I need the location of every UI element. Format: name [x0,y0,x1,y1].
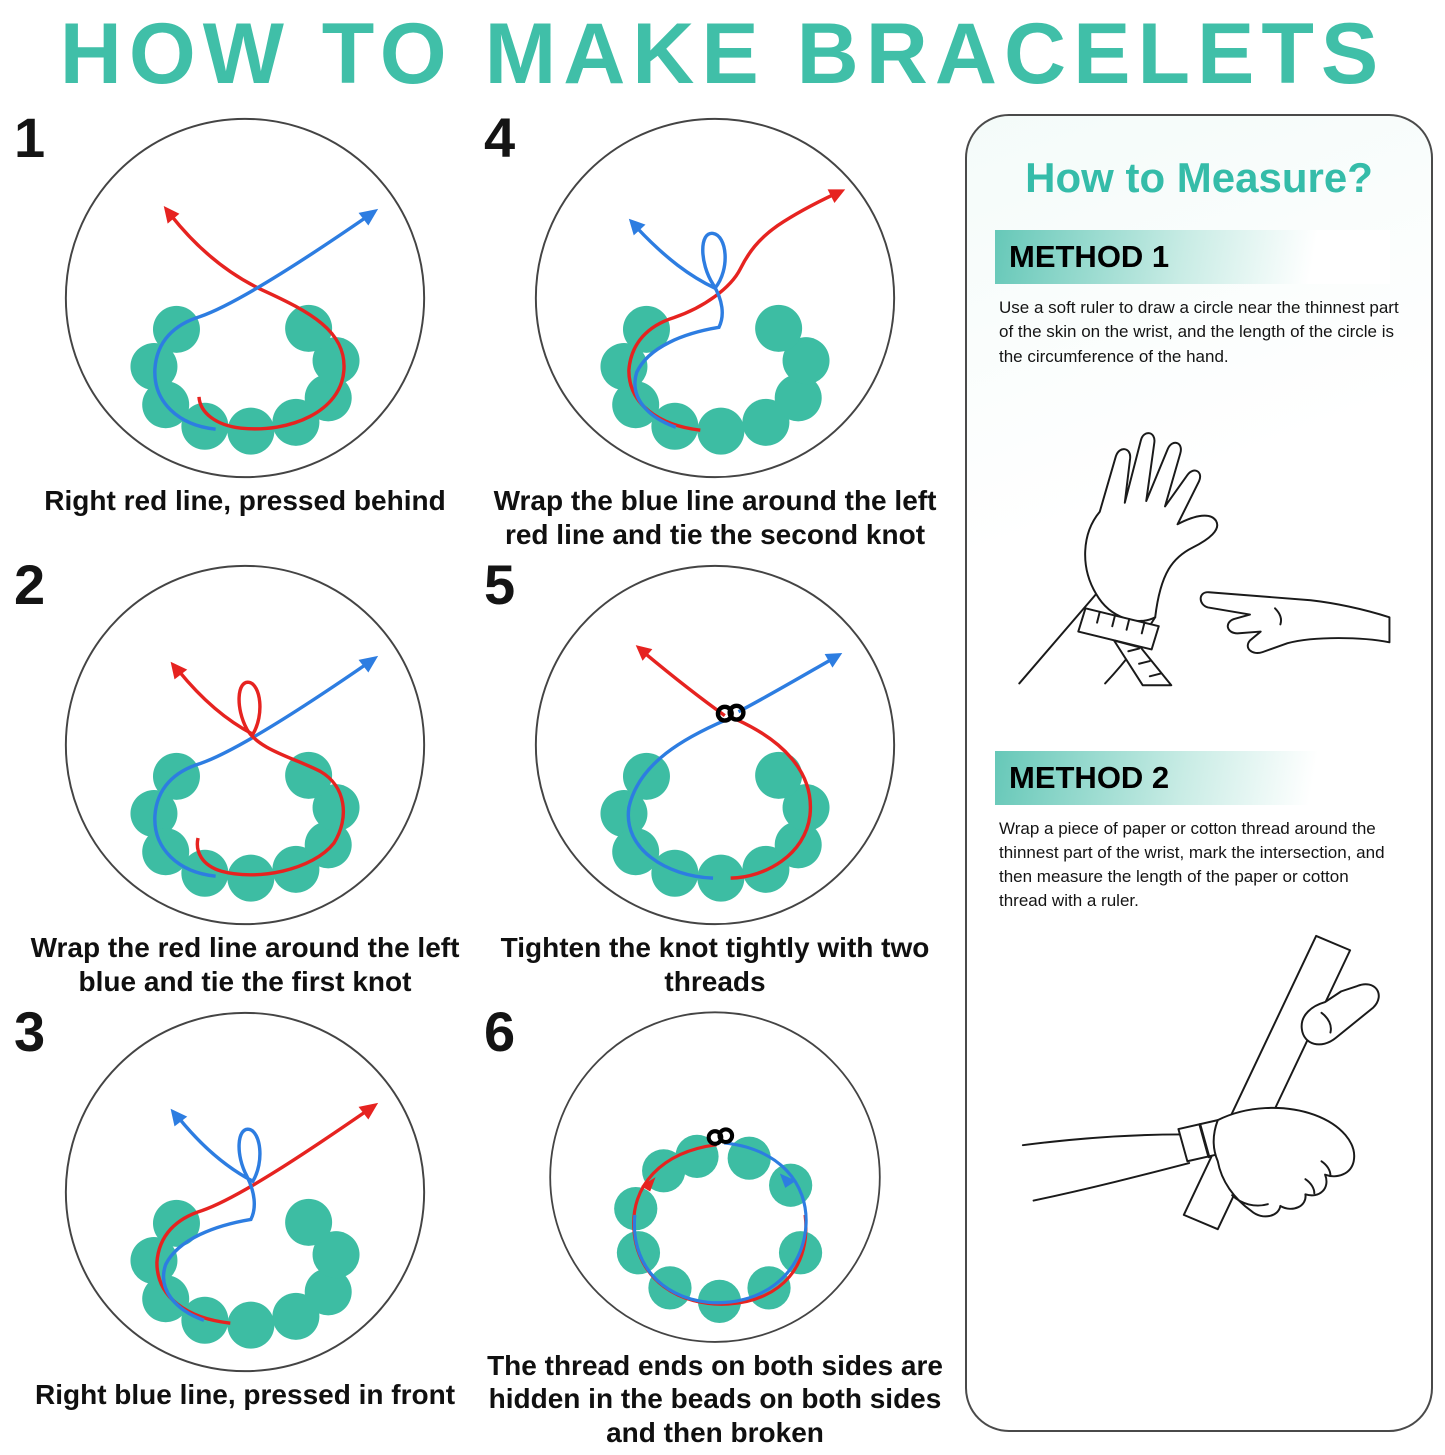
red-arrowhead-icon [170,662,188,680]
step-2-illustration [64,565,426,926]
step-number: 3 [14,1000,46,1064]
step-3: 3 Right blue line, [10,1002,480,1449]
pointing-hand [1199,590,1391,654]
method-2-section: METHOD 2 Wrap a piece of paper or cotton… [995,750,1403,1232]
tape-ticks [1096,610,1146,635]
panel-spacer [995,705,1403,751]
red-thread [177,669,346,877]
blue-arrowhead-icon [358,656,379,673]
step-1-illustration [64,118,426,479]
red-arrowhead-icon [635,645,653,662]
beads [614,1135,823,1324]
step-caption: Right blue line, pressed in front [34,1379,456,1411]
red-arrowhead-icon [163,206,180,224]
blue-thread [633,226,727,430]
blue-arrowhead-icon [628,219,646,236]
step-number: 2 [14,553,46,617]
beads [600,752,830,902]
step-4-illustration [534,118,896,479]
measure-title: How to Measure? [1025,154,1373,202]
red-thread [169,214,346,431]
knuckle-line [1274,607,1283,626]
red-thread [730,718,813,881]
forearm-line [1021,1133,1183,1147]
step-6-illustration [549,1011,881,1344]
step-circle [64,118,426,479]
intersection-mark [1198,1123,1211,1159]
blue-thread [161,1116,262,1323]
page-title: HOW TO MAKE BRACELETS [59,6,1386,102]
thumb-line [1231,1194,1269,1207]
red-thread-end [643,651,726,718]
blue-thread-end [737,657,834,714]
steps-grid: 1 Right red line, [10,108,953,1449]
measure-panel: How to Measure? METHOD 1 Use a soft rule… [965,114,1433,1433]
knot-icon [706,1127,735,1147]
blue-arrowhead-icon [779,1173,797,1189]
grip-finger-line [1320,1012,1332,1034]
beads [130,1199,360,1349]
red-thread [627,192,836,433]
blue-thread [632,1141,808,1305]
blue-thread [153,214,370,432]
content-area: 1 Right red line, [0,102,1445,1449]
step-number: 5 [484,553,516,617]
method-2-label: METHOD 2 [995,750,1390,805]
step-2: 2 Wrap the red lin [10,555,480,1002]
red-arrowhead-icon [827,189,846,204]
method-1-illustration [1018,431,1391,686]
step-3-illustration [64,1012,426,1373]
knot-icon [715,703,746,724]
step-circle [64,565,426,926]
forearm-line [1018,592,1098,685]
forearm-line [1032,1162,1191,1202]
step-circle [534,118,896,479]
step-1: 1 Right red line, [10,108,480,555]
step-circle [64,1012,426,1373]
method-1-text: Use a soft ruler to draw a circle near t… [999,298,1399,366]
blue-arrowhead-icon [170,1109,188,1127]
step-5: 5 [480,555,950,1002]
step-caption: Wrap the red line around the left blue a… [30,932,460,997]
step-number: 1 [14,106,46,170]
beads [130,305,360,455]
method-2-text: Wrap a piece of paper or cotton thread a… [999,818,1385,911]
step-number: 4 [484,106,516,170]
finger-crease [1320,1160,1332,1177]
method-2-illustration [1021,935,1380,1231]
blue-thread [153,661,370,879]
step-4: 4 Wrap the blue li [480,108,950,555]
finger-crease [1304,1178,1316,1195]
step-circle [534,565,896,926]
step-caption: Tighten the knot tightly with two thread… [500,932,930,997]
method-1-section: METHOD 1 Use a soft ruler to draw a circ… [995,230,1403,686]
step-circle [549,1011,881,1344]
step-caption: Right red line, pressed behind [44,485,446,517]
beads [600,305,830,455]
step-5-illustration [534,565,896,926]
method-1-label: METHOD 1 [995,230,1390,285]
gripping-hand [1300,983,1380,1046]
blue-thread [626,718,728,881]
open-hand-outline [1084,431,1219,622]
red-arrowhead-icon [641,1177,656,1192]
step-caption: Wrap the blue line around the left red l… [493,485,937,550]
step-number: 6 [484,1000,516,1064]
red-arrowhead-icon [358,1103,379,1120]
step-caption: The thread ends on both sides are hidden… [487,1349,943,1448]
palm-up-hand [1212,1107,1356,1218]
step-6: 6 [480,1002,950,1449]
blue-arrowhead-icon [824,653,843,668]
tape-tail-ticks [1127,647,1162,677]
blue-arrowhead-icon [358,209,379,226]
